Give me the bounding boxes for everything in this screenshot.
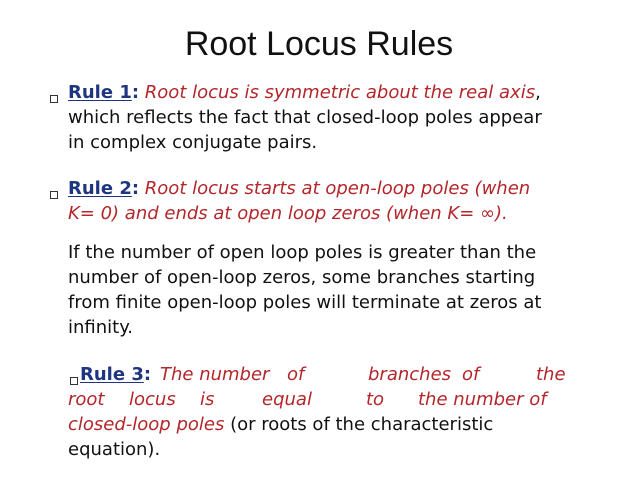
rule-1-line-2: which reflects the fact that closed-loop… bbox=[68, 107, 542, 128]
rule-2-paragraph-line-3: from finite open-loop poles will termina… bbox=[68, 292, 542, 313]
rule-2-statement-line-1: Root locus starts at open-loop poles (wh… bbox=[144, 178, 531, 199]
rule-3-closed-loop-poles: closed-loop poles bbox=[68, 414, 225, 435]
rule-3-word-of-1: of bbox=[287, 364, 305, 385]
rule-1-statement: Root locus is symmetric about the real a… bbox=[144, 82, 536, 103]
rule-2-label: Rule 2 bbox=[68, 178, 132, 199]
rule-3-word-is: is bbox=[200, 389, 215, 410]
rule-2-paragraph-line-2: number of open-loop zeros, some branches… bbox=[68, 267, 536, 288]
rule-2-paragraph-line-4: infinity. bbox=[68, 317, 134, 338]
rule-3-label: Rule 3 bbox=[80, 364, 144, 385]
rule-1-colon: : bbox=[131, 82, 140, 103]
rule-3-colon: : bbox=[143, 364, 152, 385]
rule-3-line-4: equation). bbox=[68, 439, 161, 460]
hollow-square-bullet-icon bbox=[70, 377, 78, 385]
slide-title: Root Locus Rules bbox=[184, 25, 454, 63]
rule-3-word-equal: equal bbox=[262, 389, 312, 410]
rule-3-word-branches: branches bbox=[368, 364, 452, 385]
hollow-square-bullet-icon bbox=[50, 191, 58, 199]
hollow-square-bullet-icon bbox=[50, 95, 58, 103]
rule-1-comma: , bbox=[535, 82, 541, 103]
rule-3-label-group: Rule 3: bbox=[80, 363, 151, 387]
rule-2-colon: : bbox=[131, 178, 140, 199]
rule-3-word-the-number-of: the number of bbox=[418, 389, 547, 410]
rule-3-line-3-plain: (or roots of the characteristic bbox=[224, 414, 494, 435]
rule-1-line-1: Rule 1: Root locus is symmetric about th… bbox=[68, 81, 541, 105]
rule-3-word-the: the bbox=[536, 364, 566, 385]
rule-3-word-root: root bbox=[68, 389, 105, 410]
rule-2-line-1: Rule 2: Root locus starts at open-loop p… bbox=[68, 177, 530, 201]
rule-3-line-3: closed-loop poles (or roots of the chara… bbox=[68, 413, 493, 437]
rule-3-word-the-number: The number bbox=[160, 364, 270, 385]
rule-1-label: Rule 1 bbox=[68, 82, 132, 103]
rule-1-line-3: in complex conjugate pairs. bbox=[68, 132, 318, 153]
rule-3-word-locus: locus bbox=[129, 389, 176, 410]
rule-2-paragraph-line-1: If the number of open loop poles is grea… bbox=[68, 242, 537, 263]
rule-2-statement-line-2: K= 0) and ends at open loop zeros (when … bbox=[68, 203, 508, 224]
rule-3-word-to: to bbox=[366, 389, 385, 410]
rule-3-word-of-2: of bbox=[462, 364, 480, 385]
